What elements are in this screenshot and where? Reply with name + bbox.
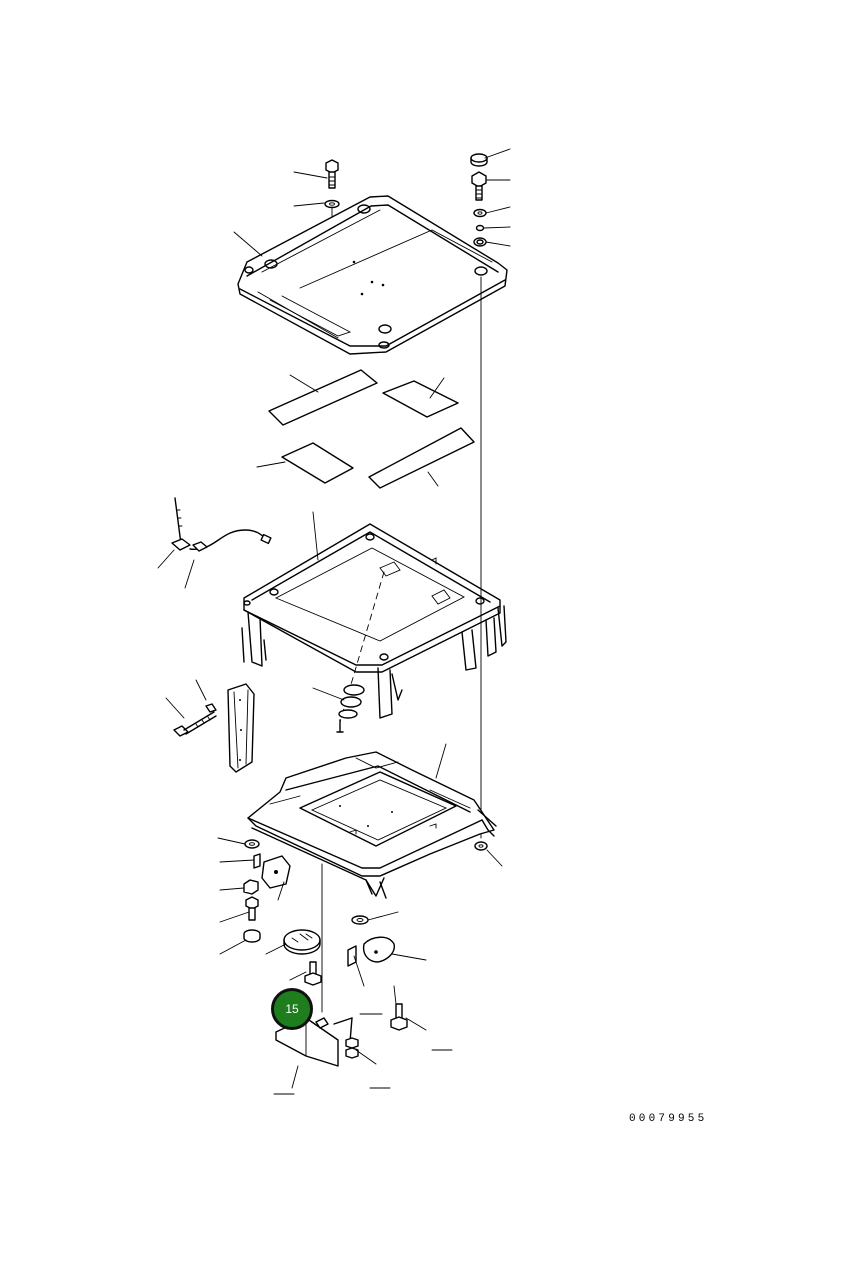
pad-part-4	[368, 427, 475, 489]
floor-frame-part	[247, 751, 497, 899]
cap-part	[470, 153, 488, 167]
washer-lower-right	[351, 915, 369, 925]
cab-frame-part	[241, 523, 507, 723]
callout-badge[interactable]: 15	[271, 988, 313, 1030]
callout-number: 15	[285, 1002, 299, 1016]
cover-disc-part	[283, 929, 321, 955]
hook-bolt-part	[333, 1017, 359, 1059]
bolt-part-top-right	[471, 171, 487, 201]
bolt-part-top-left	[325, 159, 339, 189]
latch-part	[336, 684, 365, 733]
mount-stack-left	[243, 839, 291, 943]
nut-part	[473, 237, 487, 247]
pad-part-2	[382, 380, 459, 418]
pad-part-3	[281, 442, 354, 484]
bolt-part-lower-right	[390, 1003, 408, 1031]
washer-part	[473, 208, 487, 218]
washer-part-top-left	[324, 199, 340, 209]
screw-part	[173, 703, 217, 737]
mount-washer-right	[474, 841, 488, 851]
small-washer-part	[475, 224, 485, 232]
pillar-trim-part	[227, 683, 255, 773]
drawing-code: 00079955	[629, 1113, 708, 1125]
roof-panel-part	[237, 195, 508, 355]
antenna-part	[171, 497, 272, 552]
bolt-part-lower-left	[304, 961, 322, 986]
bracket-part	[347, 936, 395, 987]
pad-part-1	[268, 369, 378, 426]
